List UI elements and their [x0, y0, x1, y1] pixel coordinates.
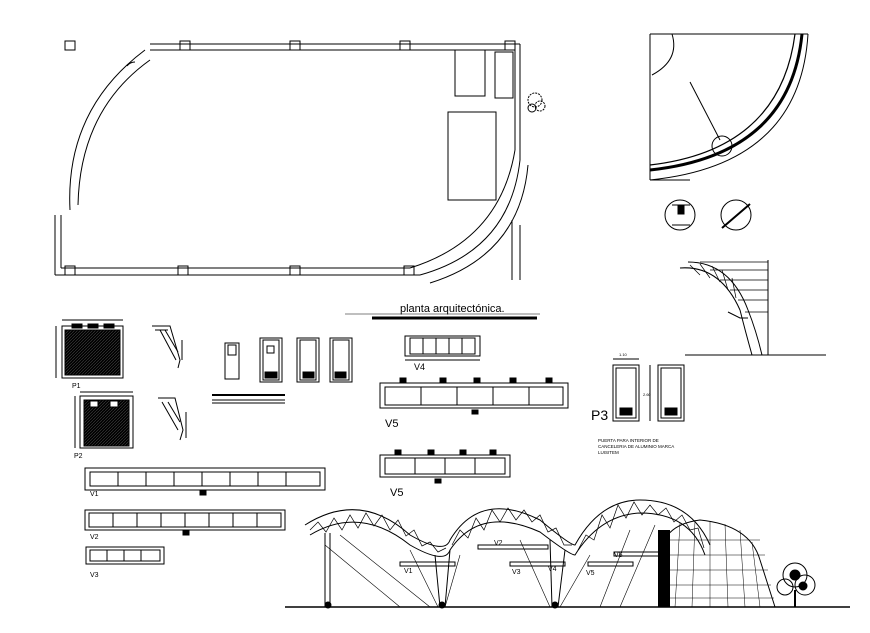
door-p1-detail [152, 325, 183, 369]
tree-icon [776, 562, 816, 607]
elev-label-v3: V3 [512, 569, 521, 576]
p3-note-line2: CANCELERIA DE ALUMINIO MARCA [598, 444, 674, 449]
elev-label-v2: V2 [494, 540, 503, 547]
structure-section [679, 260, 826, 356]
elevation-arches [285, 499, 850, 609]
elev-label-v5: V5 [586, 570, 595, 577]
window-v5-top [379, 377, 569, 415]
quarter-circle-plan [649, 33, 809, 231]
door-p3 [612, 358, 685, 422]
floor-plan [54, 40, 546, 284]
label-v5-bottom: V5 [390, 487, 403, 499]
label-v2: V2 [90, 534, 99, 541]
p3-note-line3: LUISITEM [598, 450, 619, 455]
p3-note-line1: PUERTA PARA INTERIOR DE [598, 438, 659, 443]
window-v4 [404, 335, 481, 361]
label-p3: P3 [591, 407, 608, 423]
label-v3: V3 [90, 572, 99, 579]
elev-label-v4: V4 [548, 566, 557, 573]
label-p2: P2 [74, 453, 83, 460]
window-v2 [84, 509, 286, 536]
window-v3 [85, 546, 165, 565]
label-v5-top: V5 [385, 418, 398, 430]
label-v1: V1 [90, 491, 99, 498]
window-v5-bottom [379, 449, 511, 484]
elev-label-v1: V1 [404, 568, 413, 575]
p3-width-dim: 1.10 [619, 352, 628, 357]
door-details-row [212, 337, 353, 404]
p3-height-dim: 2.60 [643, 392, 652, 397]
door-p2-detail [158, 397, 187, 441]
label-v4: V4 [414, 362, 425, 372]
door-p1 [55, 319, 124, 379]
window-v1 [84, 467, 326, 496]
elev-label-v6: V6 [614, 552, 623, 559]
door-p2 [74, 391, 134, 449]
label-p1: P1 [72, 383, 81, 390]
drawing-title: planta arquitectónica. [400, 303, 505, 315]
